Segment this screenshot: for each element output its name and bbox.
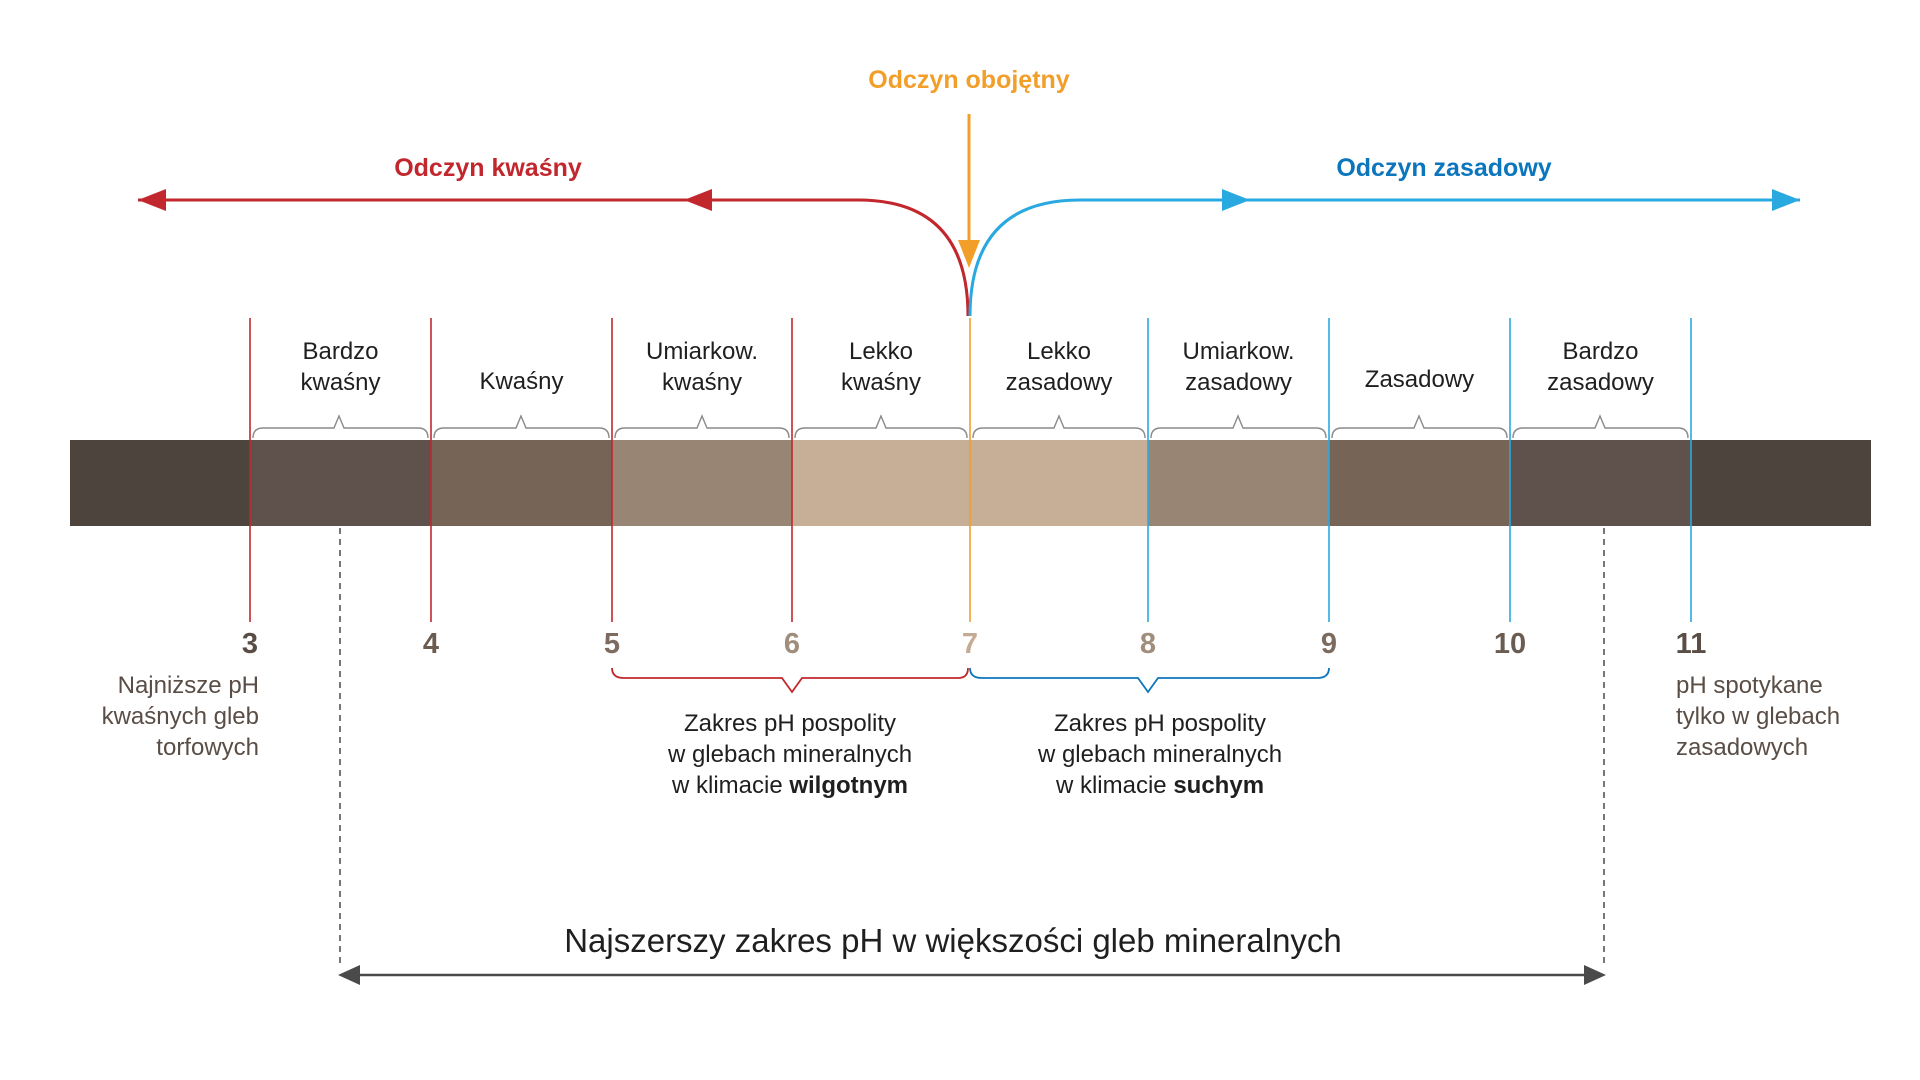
alkaline-arrowhead-mid	[1222, 189, 1250, 211]
dry-climate-range-note: Zakres pH pospolity w glebach mineralnyc…	[995, 708, 1325, 801]
category-label-line: Umiarkow.	[1182, 338, 1295, 365]
brace-very-acidic	[252, 414, 429, 439]
ph-value-11: 11	[1675, 628, 1707, 660]
category-braces	[252, 414, 1689, 439]
category-label-line: Umiarkow.	[645, 338, 759, 365]
acidic-arrowhead-mid	[684, 189, 712, 211]
note-line: Najniższe pH	[117, 672, 259, 699]
category-label-alkaline: Zasadowy	[1329, 364, 1510, 395]
category-label-line: Lekko	[848, 338, 914, 365]
category-label-line: zasadowy	[1005, 369, 1113, 396]
widest-range-arrowhead-left	[338, 965, 360, 985]
range-note-prefix: w klimacie	[671, 772, 790, 799]
category-label-very-acidic: Bardzo kwaśny	[250, 336, 431, 398]
category-label-line: kwaśny	[840, 369, 922, 396]
ph-value-3: 3	[241, 628, 259, 660]
note-line: zasadowych	[1676, 734, 1809, 761]
highest-ph-note: pH spotykane tylko w glebach zasadowych	[1676, 670, 1840, 763]
category-label-line: Kwaśny	[479, 368, 564, 395]
ph-value-10: 10	[1493, 628, 1527, 660]
category-label-very-alkaline: Bardzo zasadowy	[1510, 336, 1691, 398]
ph-value-9: 9	[1320, 628, 1338, 660]
bar-segment-5-6	[612, 440, 792, 526]
widest-range-arrowhead-right	[1584, 965, 1606, 985]
alkaline-reaction-heading: Odczyn zasadowy	[1336, 154, 1552, 182]
category-label-slightly-acidic: Lekko kwaśny	[792, 336, 970, 398]
ph-value-4: 4	[422, 628, 440, 660]
bar-segment-above-11	[1691, 440, 1871, 526]
widest-range-arrow	[338, 965, 1606, 985]
category-label-line: zasadowy	[1547, 369, 1654, 396]
category-label-acidic: Kwaśny	[431, 366, 612, 397]
acidic-reaction-heading: Odczyn kwaśny	[394, 154, 582, 182]
note-line: kwaśnych gleb	[101, 703, 259, 730]
alkaline-arrowhead-right	[1772, 189, 1800, 211]
range-note-prefix: w klimacie	[1055, 772, 1174, 799]
bar-segment-10-11	[1510, 440, 1691, 526]
neutral-reaction-heading: Odczyn obojętny	[868, 66, 1070, 94]
range-note-line: w klimacie wilgotnym	[625, 770, 955, 801]
widest-range-title: Najszerszy zakres pH w większości gleb m…	[564, 922, 1342, 959]
acidic-arrowhead-left	[138, 189, 166, 211]
range-note-emphasis: wilgotnym	[789, 772, 909, 799]
humid-range-bracket	[611, 667, 969, 694]
brace-alkaline	[1331, 414, 1508, 439]
range-note-line: Zakres pH pospolity	[1053, 710, 1267, 737]
brace-moderately-alkaline	[1150, 414, 1327, 439]
category-label-line: kwaśny	[661, 369, 743, 396]
brace-very-alkaline	[1512, 414, 1689, 439]
dry-range-bracket	[969, 667, 1330, 694]
range-note-line: Zakres pH pospolity	[683, 710, 897, 737]
brace-moderately-acidic	[614, 414, 790, 439]
note-line: tylko w glebach	[1676, 703, 1841, 730]
category-label-line: kwaśny	[300, 369, 381, 396]
brace-acidic	[433, 414, 610, 439]
acidic-arrow	[138, 189, 970, 317]
ph-marker-lines	[249, 318, 1692, 622]
alkaline-arrow	[968, 189, 1800, 317]
category-label-slightly-alkaline: Lekko zasadowy	[970, 336, 1148, 398]
category-label-moderately-alkaline: Umiarkow. zasadowy	[1148, 336, 1329, 398]
ph-value-8: 8	[1139, 628, 1157, 660]
bar-segment-3-4	[250, 440, 431, 526]
category-label-line: Bardzo	[1562, 338, 1639, 365]
range-note-line: w klimacie suchym	[995, 770, 1325, 801]
brace-slightly-alkaline	[972, 414, 1146, 439]
brace-slightly-acidic	[794, 414, 968, 439]
neutral-arrowhead	[958, 240, 980, 268]
ph-value-6: 6	[783, 628, 801, 660]
range-note-line: w glebach mineralnych	[1037, 741, 1283, 768]
lowest-ph-note: Najniższe pH kwaśnych gleb torfowych	[102, 670, 259, 763]
note-line: pH spotykane	[1676, 672, 1823, 699]
range-note-emphasis: suchym	[1173, 772, 1265, 799]
range-note-line: w glebach mineralnych	[667, 741, 913, 768]
bar-segment-below-3	[70, 440, 250, 526]
category-label-moderately-acidic: Umiarkow. kwaśny	[612, 336, 792, 398]
category-label-line: Lekko	[1026, 338, 1092, 365]
neutral-arrow	[958, 114, 980, 268]
note-line: torfowych	[156, 734, 259, 761]
ph-value-7: 7	[961, 628, 979, 660]
ph-value-5: 5	[603, 628, 621, 660]
category-label-line: zasadowy	[1185, 369, 1292, 396]
category-label-line: Zasadowy	[1364, 366, 1475, 393]
humid-climate-range-note: Zakres pH pospolity w glebach mineralnyc…	[625, 708, 955, 801]
bar-segment-9-10	[1329, 440, 1510, 526]
category-label-line: Bardzo	[302, 338, 379, 365]
bar-segment-8-9	[1148, 440, 1329, 526]
bar-segment-4-5	[431, 440, 612, 526]
